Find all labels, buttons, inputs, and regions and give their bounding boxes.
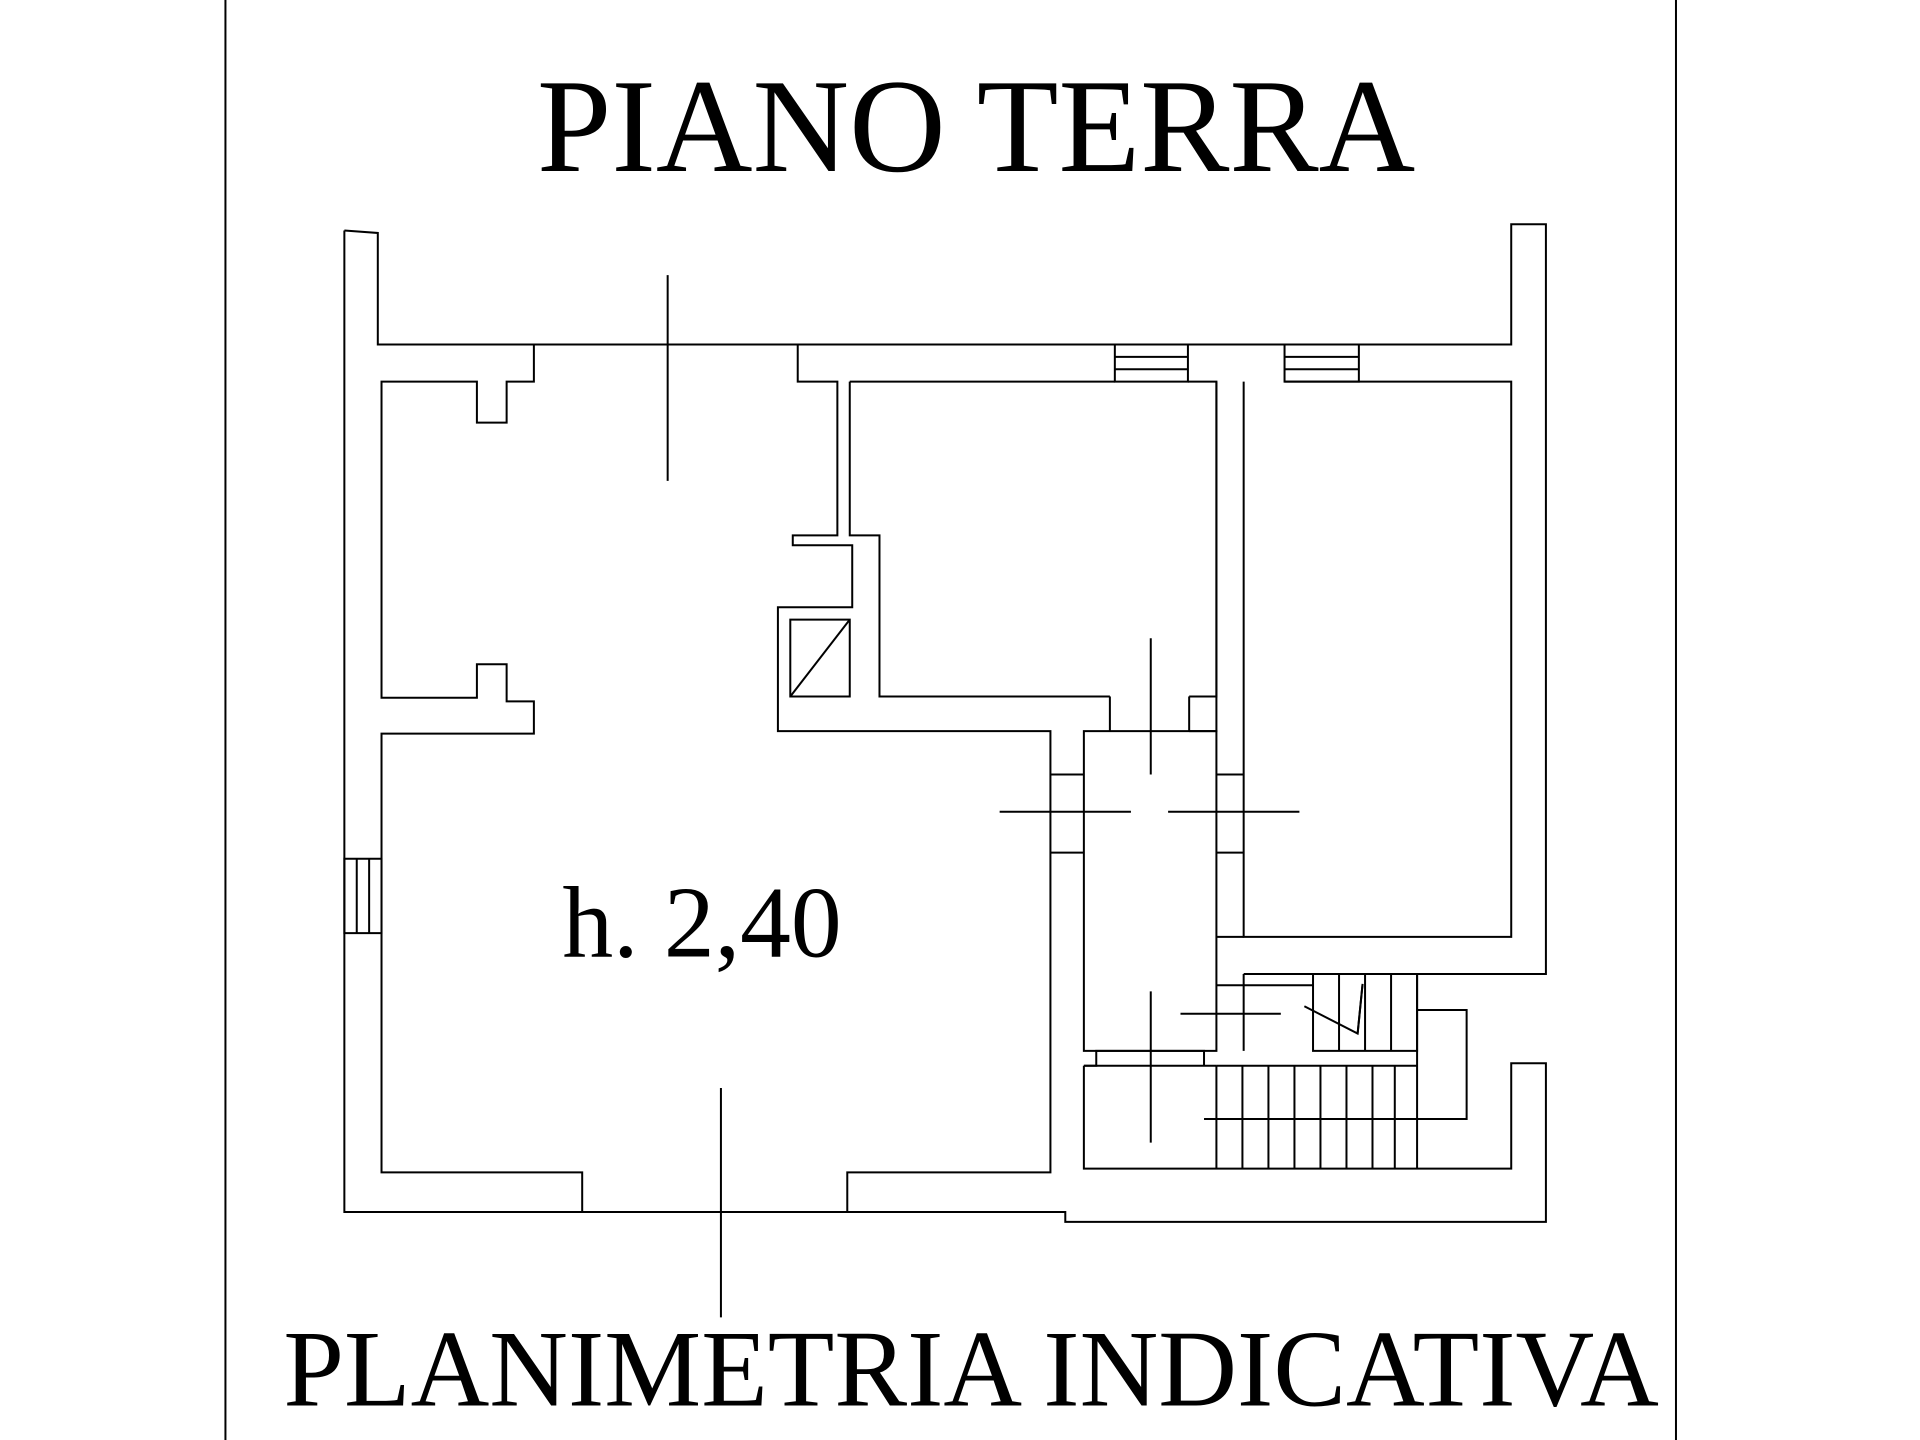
- stairs: [1216, 974, 1466, 1169]
- corridor-threshold: [1084, 1051, 1204, 1066]
- height-label: h. 2,40: [562, 866, 841, 979]
- shaft: [790, 620, 849, 697]
- outer-wall-bottom: [582, 1063, 1546, 1222]
- stair-outline-right: [1417, 1010, 1467, 1119]
- windows: [344, 345, 1359, 934]
- outer-wall-left: [344, 230, 582, 1211]
- room-b-walls: [1244, 382, 1512, 937]
- window-top-1: [1115, 345, 1188, 382]
- inner-wall-left: [778, 345, 1051, 1212]
- frame-lines: [225, 0, 1676, 1440]
- room-a-wall-left: [850, 382, 1110, 697]
- window-top-2: [1285, 345, 1359, 382]
- window-left: [344, 859, 381, 933]
- inner-walls: [850, 382, 1511, 1169]
- plan-footer: PLANIMETRIA INDICATIVA: [283, 1308, 1659, 1429]
- section-lines: [668, 275, 1417, 1317]
- room-a-wall-right: [1188, 382, 1216, 697]
- plan-title: PIANO TERRA: [537, 52, 1415, 200]
- shaft-box: [790, 620, 849, 697]
- outer-walls: [344, 224, 1546, 1222]
- outer-wall-top: [344, 224, 1546, 974]
- partition-upper: [1189, 382, 1216, 731]
- stair-wall-left: [1216, 985, 1243, 1051]
